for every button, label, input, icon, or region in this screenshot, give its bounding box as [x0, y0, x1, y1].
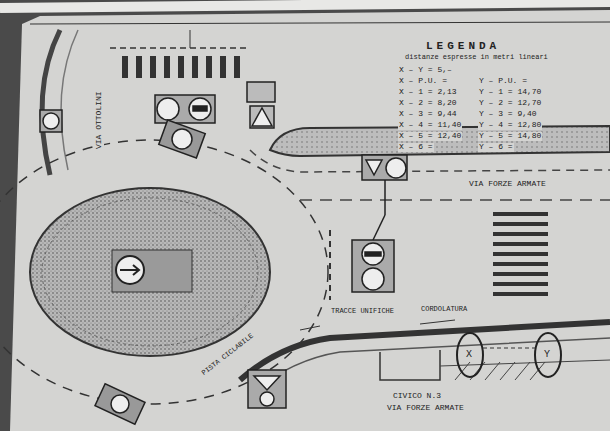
table-cell: X – 4 = 11,40 [398, 121, 462, 130]
road-note: TRACCE UNIFICHE [330, 308, 395, 316]
legend-note: distanze espresse in metri lineari [404, 54, 549, 62]
address-label: CIVICO N.3 [392, 392, 442, 401]
road-note: PISTA CICLABILE [200, 332, 256, 378]
street-name: VIA OTTOLINI [95, 90, 104, 150]
table-cell: Y – 1 = 14,70 [478, 88, 542, 97]
point-marker: Y [543, 349, 551, 360]
table-cell: Y – 3 = 9,40 [478, 110, 538, 119]
table-cell: X – Y = 5,– [398, 66, 453, 75]
table-cell: Y – 5 = 14,80 [478, 132, 542, 141]
table-cell: Y – P.U. = [478, 77, 528, 86]
table-cell: Y – 6 = [478, 143, 514, 152]
table-cell: X – 3 = 9,44 [398, 110, 458, 119]
table-cell: Y – 4 = 12,80 [478, 121, 542, 130]
table-cell: X – 5 = 12,40 [398, 132, 462, 141]
address-label: VIA FORZE ARMATE [386, 404, 465, 413]
table-cell: X – P.U. = [398, 77, 448, 86]
point-marker: X [465, 349, 473, 360]
road-note: CORDOLATURA [420, 306, 468, 314]
table-cell: X – 2 = 8,20 [398, 99, 458, 108]
table-cell: X – 6 = [398, 143, 434, 152]
table-cell: X – 1 = 2,13 [398, 88, 458, 97]
table-cell: Y – 2 = 12,70 [478, 99, 542, 108]
legend-heading: LEGENDA [425, 40, 501, 52]
street-name: VIA FORZE ARMATE [468, 180, 547, 189]
